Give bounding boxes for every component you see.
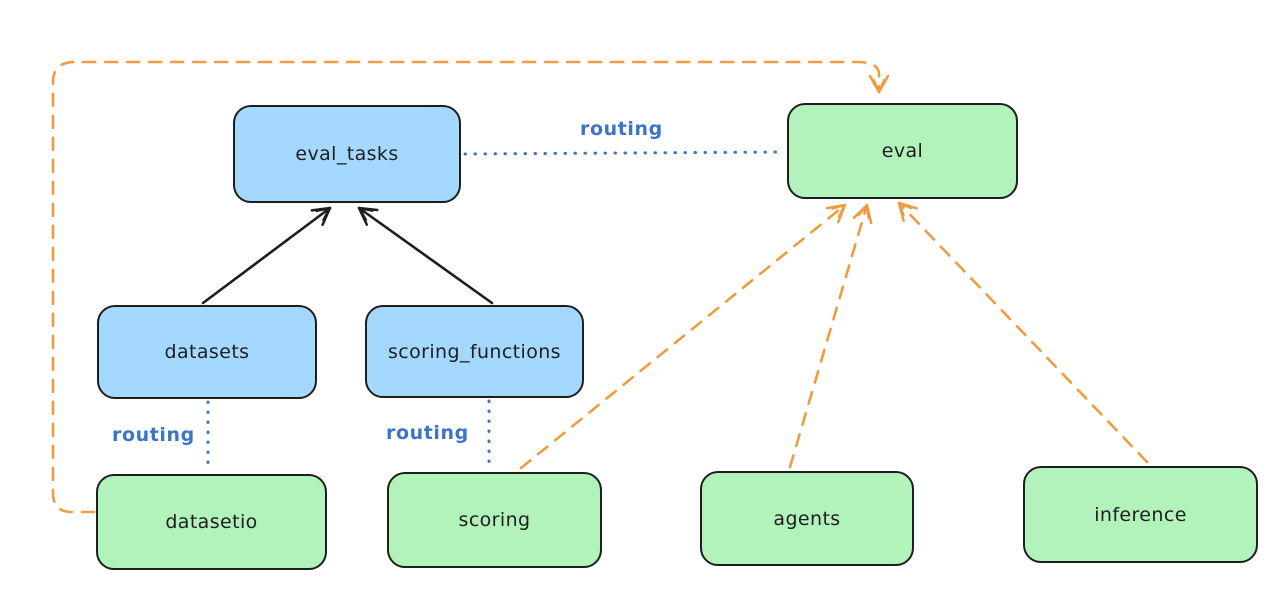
- node-datasets: datasets: [97, 305, 317, 399]
- edge-agents-to-eval: [788, 203, 873, 469]
- node-datasets-label: datasets: [164, 341, 250, 363]
- edge-eval-tasks-to-eval-routing: [463, 150, 786, 156]
- routing-label-scoring-functions-scoring: routing: [386, 422, 469, 444]
- node-eval-label: eval: [881, 140, 924, 162]
- node-agents-label: agents: [773, 507, 841, 530]
- node-agents: agents: [700, 471, 914, 566]
- edge-scoring-to-eval: [519, 203, 847, 470]
- routing-label-eval-tasks-eval: routing: [580, 118, 663, 140]
- edge-scoring-functions-to-eval-tasks: [357, 206, 494, 305]
- node-scoring-functions-label: scoring_functions: [388, 340, 561, 363]
- node-eval-tasks-label: eval_tasks: [295, 143, 399, 165]
- node-inference: inference: [1023, 466, 1258, 563]
- node-scoring-functions: scoring_functions: [365, 305, 584, 398]
- edge-inference-to-eval: [897, 201, 1149, 464]
- node-datasetio-label: datasetio: [165, 511, 258, 533]
- node-scoring: scoring: [387, 472, 602, 568]
- routing-label-datasets-datasetio: routing: [112, 424, 195, 446]
- edge-datasetio-to-eval: [51, 60, 890, 514]
- node-datasetio: datasetio: [96, 474, 327, 570]
- node-inference-label: inference: [1094, 503, 1187, 526]
- edge-datasets-to-eval-tasks: [201, 206, 332, 305]
- node-eval-tasks: eval_tasks: [233, 105, 461, 203]
- node-eval: eval: [787, 103, 1018, 199]
- node-scoring-label: scoring: [458, 509, 531, 531]
